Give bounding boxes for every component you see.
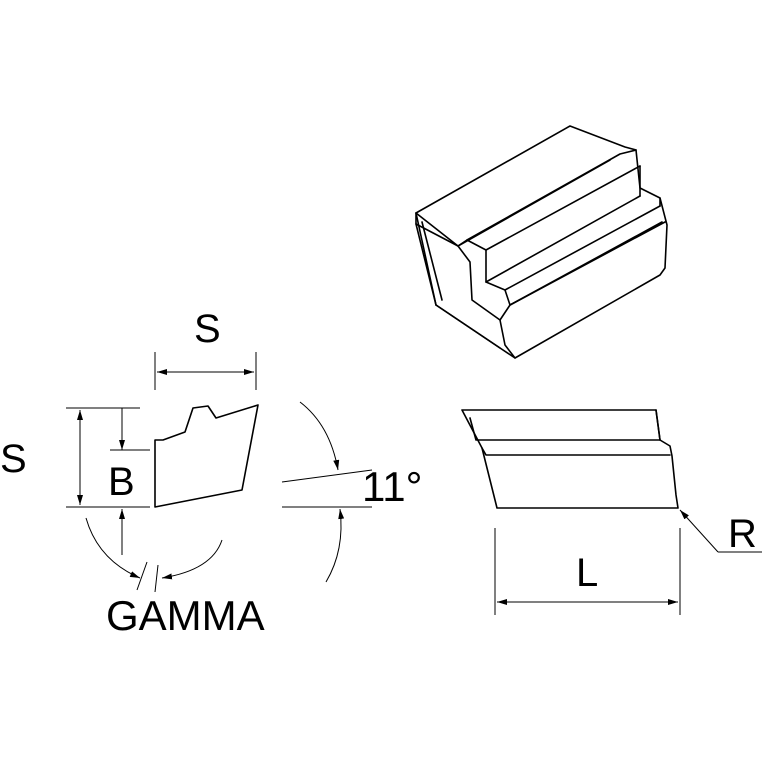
dimension-b [110, 408, 150, 555]
gamma-angle-arcs [85, 517, 223, 593]
side-view [461, 409, 679, 509]
label-r: R [728, 512, 757, 556]
dimension-s-width [154, 352, 257, 390]
label-b: B [108, 460, 135, 504]
isometric-view [415, 125, 668, 359]
label-l: L [576, 551, 598, 595]
clearance-angle [281, 401, 373, 583]
radius-leader [679, 509, 762, 553]
label-s-width: S [194, 307, 221, 351]
dimension-l [494, 528, 681, 615]
front-view [154, 404, 259, 508]
label-gamma: GAMMA [106, 592, 265, 639]
dimension-s-height [66, 407, 150, 508]
label-s-height: S [0, 437, 27, 481]
label-clearance-angle: 11° [362, 463, 422, 510]
